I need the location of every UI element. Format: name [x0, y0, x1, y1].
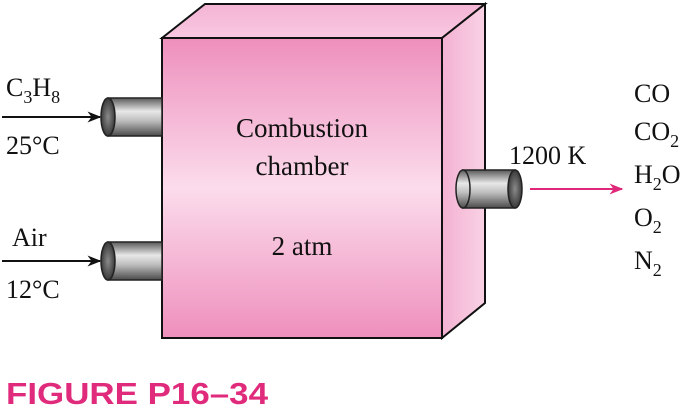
air-temperature-label: 12°C: [6, 275, 60, 304]
product-o2: O2: [634, 203, 662, 237]
product-co: CO: [634, 79, 670, 108]
outlet-temperature-label: 1200 K: [509, 141, 587, 170]
product-n2: N2: [634, 246, 662, 280]
product-co2: CO2: [634, 117, 679, 151]
product-h2o: H2O: [634, 160, 681, 194]
air-label: Air: [12, 223, 47, 252]
combustion-chamber-box: [159, 1, 488, 341]
outlet-pipe: [455, 169, 523, 209]
chamber-front-face: [161, 37, 443, 339]
fuel-formula-label: C3H8: [6, 73, 60, 107]
fuel-inlet-pipe: [100, 97, 163, 137]
air-inlet-pipe: [100, 241, 163, 281]
products-list: CO CO2 H2O O2 N2: [634, 79, 681, 280]
chamber-pressure-label: 2 atm: [272, 231, 333, 261]
figure-caption: FIGURE P16–34: [6, 376, 269, 411]
chamber-label-line1: Combustion: [236, 113, 369, 143]
fuel-temperature-label: 25°C: [6, 131, 60, 160]
chamber-label-line2: chamber: [256, 151, 349, 181]
chamber-top-face: [159, 2, 488, 39]
